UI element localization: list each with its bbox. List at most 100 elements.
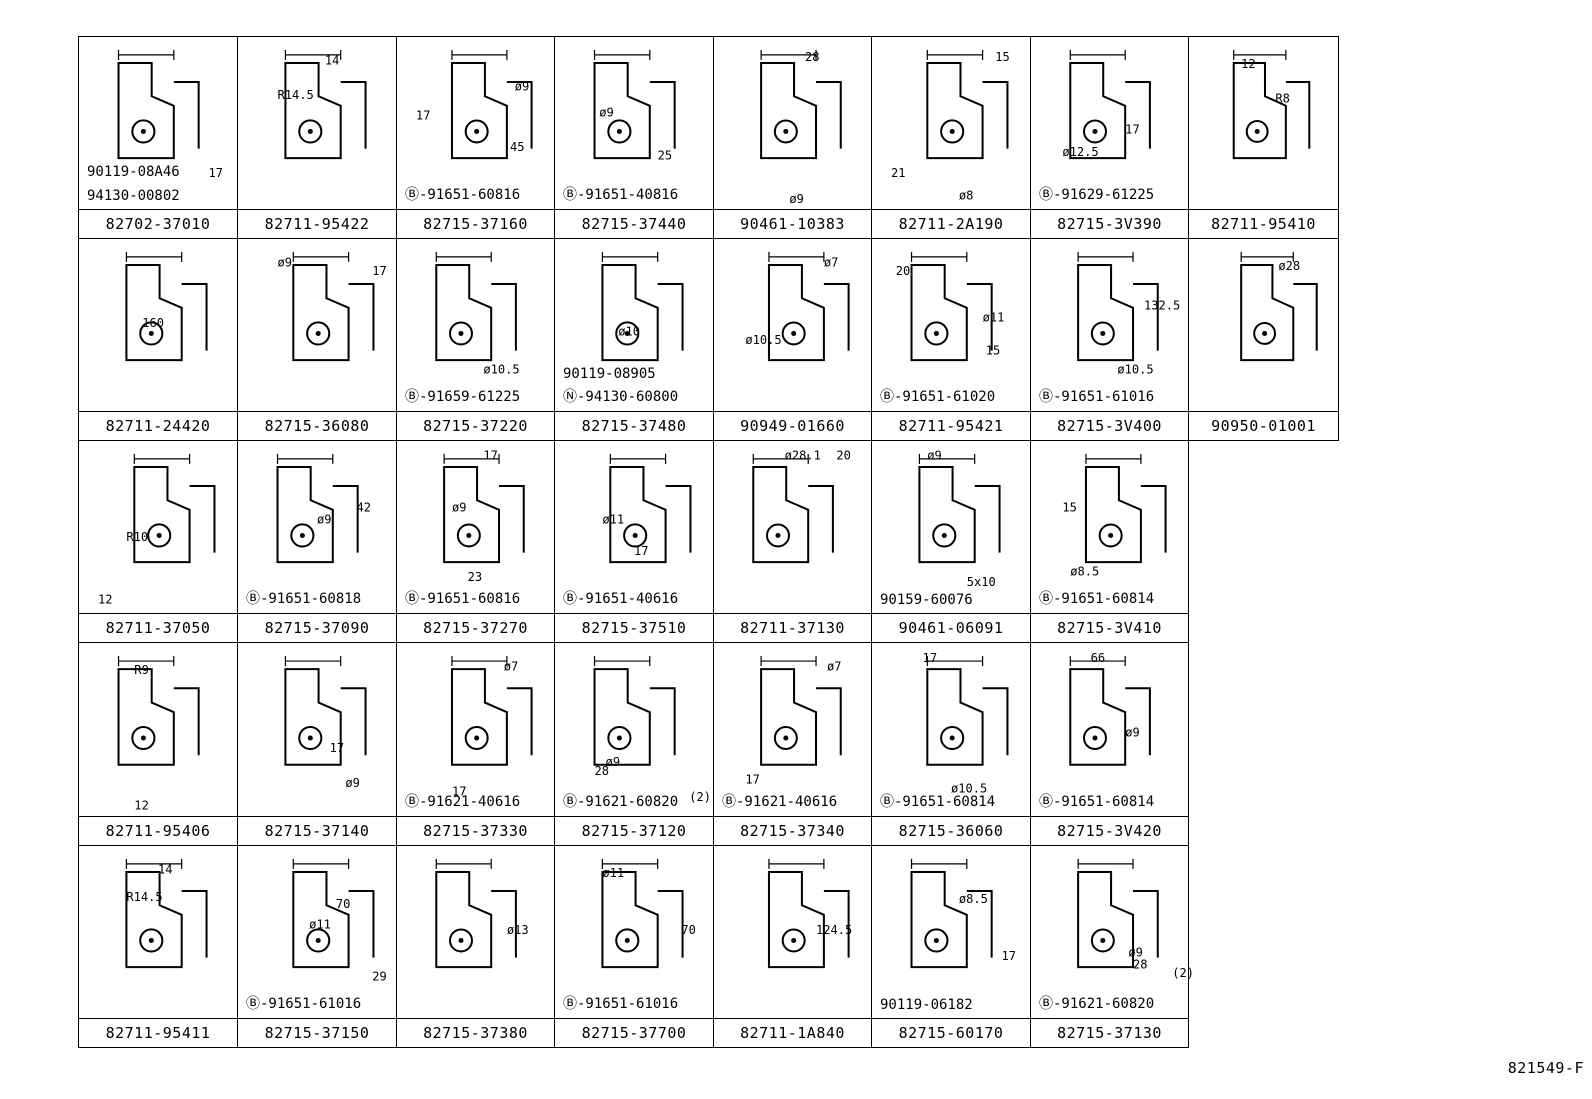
bracket-arm bbox=[657, 889, 684, 958]
dimension-label: 70 bbox=[681, 923, 696, 937]
fastener-part-number: Ⓑ-91651-40616 bbox=[563, 591, 679, 607]
dimension-label: (2) bbox=[1172, 966, 1194, 980]
mounting-hole bbox=[139, 321, 164, 346]
part-outline bbox=[1069, 668, 1127, 766]
dimension-label: (2) bbox=[689, 790, 711, 804]
part-outline bbox=[284, 61, 342, 160]
hole-center-mark bbox=[1108, 532, 1114, 538]
dimension-label: ø9 bbox=[599, 105, 614, 119]
mounting-hole bbox=[1253, 322, 1277, 345]
fastener-part-number: Ⓑ-91651-60814 bbox=[1039, 794, 1155, 810]
hole-center-mark bbox=[140, 735, 146, 741]
dimension-label: ø9 bbox=[789, 192, 804, 206]
part-number: 82711-95406 bbox=[79, 816, 237, 845]
part-number: 82715-37330 bbox=[397, 816, 554, 845]
part-outline bbox=[1084, 465, 1142, 564]
part-outline bbox=[284, 668, 342, 766]
bracket-arm bbox=[1140, 484, 1167, 553]
dimension-label: R9 bbox=[134, 663, 149, 677]
mounting-hole bbox=[940, 725, 965, 751]
part-number: 82715-36080 bbox=[238, 411, 396, 440]
part-number: 82711-95410 bbox=[1189, 209, 1338, 238]
fastener-part-number: 90159-60076 bbox=[880, 592, 973, 608]
bracket-arm bbox=[506, 80, 533, 149]
mounting-hole bbox=[131, 725, 156, 751]
part-number: 82711-95411 bbox=[79, 1018, 237, 1047]
dimension-label: 124.5 bbox=[816, 923, 852, 937]
dimension-label: 25 bbox=[658, 149, 673, 163]
hole-center-mark bbox=[156, 532, 162, 538]
mounting-hole bbox=[781, 928, 806, 953]
hole-center-mark bbox=[949, 735, 955, 741]
fastener-part-number: Ⓑ-91651-60816 bbox=[405, 591, 521, 607]
hole-center-mark bbox=[148, 330, 154, 336]
part-number: 82715-60170 bbox=[872, 1018, 1030, 1047]
part-illustration: ø13 bbox=[397, 846, 554, 1019]
part-number: 82715-37340 bbox=[714, 816, 871, 845]
mounting-hole bbox=[464, 119, 489, 144]
part-outline bbox=[593, 668, 651, 766]
part-number: 82715-37150 bbox=[238, 1018, 396, 1047]
bracket-arm bbox=[173, 80, 200, 149]
part-number: 82715-37480 bbox=[555, 411, 713, 440]
part-number: 82715-36060 bbox=[872, 816, 1030, 845]
part-number: 82715-37160 bbox=[397, 209, 554, 238]
part-drawing: ø9 25 bbox=[593, 49, 676, 163]
bracket-arm bbox=[823, 889, 850, 958]
hole-center-mark bbox=[474, 128, 480, 134]
hole-center-mark bbox=[148, 937, 154, 943]
dimension-label: ø11 bbox=[602, 513, 624, 527]
dimension-label: R14.5 bbox=[126, 890, 162, 904]
part-illustration: ø9 25 bbox=[555, 37, 713, 210]
fastener-part-number: Ⓑ-91621-60820 bbox=[563, 794, 679, 810]
part-illustration: 124.5 bbox=[714, 846, 871, 1019]
dimension-label: ø11 bbox=[983, 311, 1005, 325]
bracket-arm bbox=[1285, 80, 1311, 149]
part-drawing: ø13 bbox=[435, 858, 529, 969]
bracket-arm bbox=[823, 282, 850, 351]
part-number: 82711-1A840 bbox=[714, 1018, 871, 1047]
mounting-hole bbox=[924, 928, 949, 953]
part-drawing: 124.5 bbox=[767, 858, 852, 969]
dimension-label: ø8.5 bbox=[959, 892, 988, 906]
bracket-arm bbox=[340, 687, 367, 756]
mounting-hole bbox=[290, 523, 315, 548]
part-outline bbox=[752, 465, 810, 564]
bracket-arm bbox=[173, 687, 200, 756]
dimension-label: ø11 bbox=[602, 866, 624, 880]
hole-center-mark bbox=[315, 330, 321, 336]
hole-center-mark bbox=[783, 735, 789, 741]
document-id: 821549-F bbox=[1507, 1059, 1584, 1077]
bracket-arm bbox=[966, 889, 993, 958]
part-drawing: 17 bbox=[117, 49, 223, 180]
dimension-label: 15 bbox=[986, 344, 1001, 358]
dimension-label: 17 bbox=[452, 785, 467, 799]
dimension-label: 132.5 bbox=[1144, 299, 1180, 313]
hole-center-mark bbox=[315, 937, 321, 943]
bracket-arm bbox=[491, 889, 517, 958]
dimension-label: R8 bbox=[1275, 91, 1290, 105]
dimension-label: 14 bbox=[158, 862, 173, 876]
dimension-label: ø9 bbox=[927, 449, 942, 463]
part-outline bbox=[117, 668, 175, 766]
part-drawing: ø11 70 bbox=[601, 858, 696, 969]
